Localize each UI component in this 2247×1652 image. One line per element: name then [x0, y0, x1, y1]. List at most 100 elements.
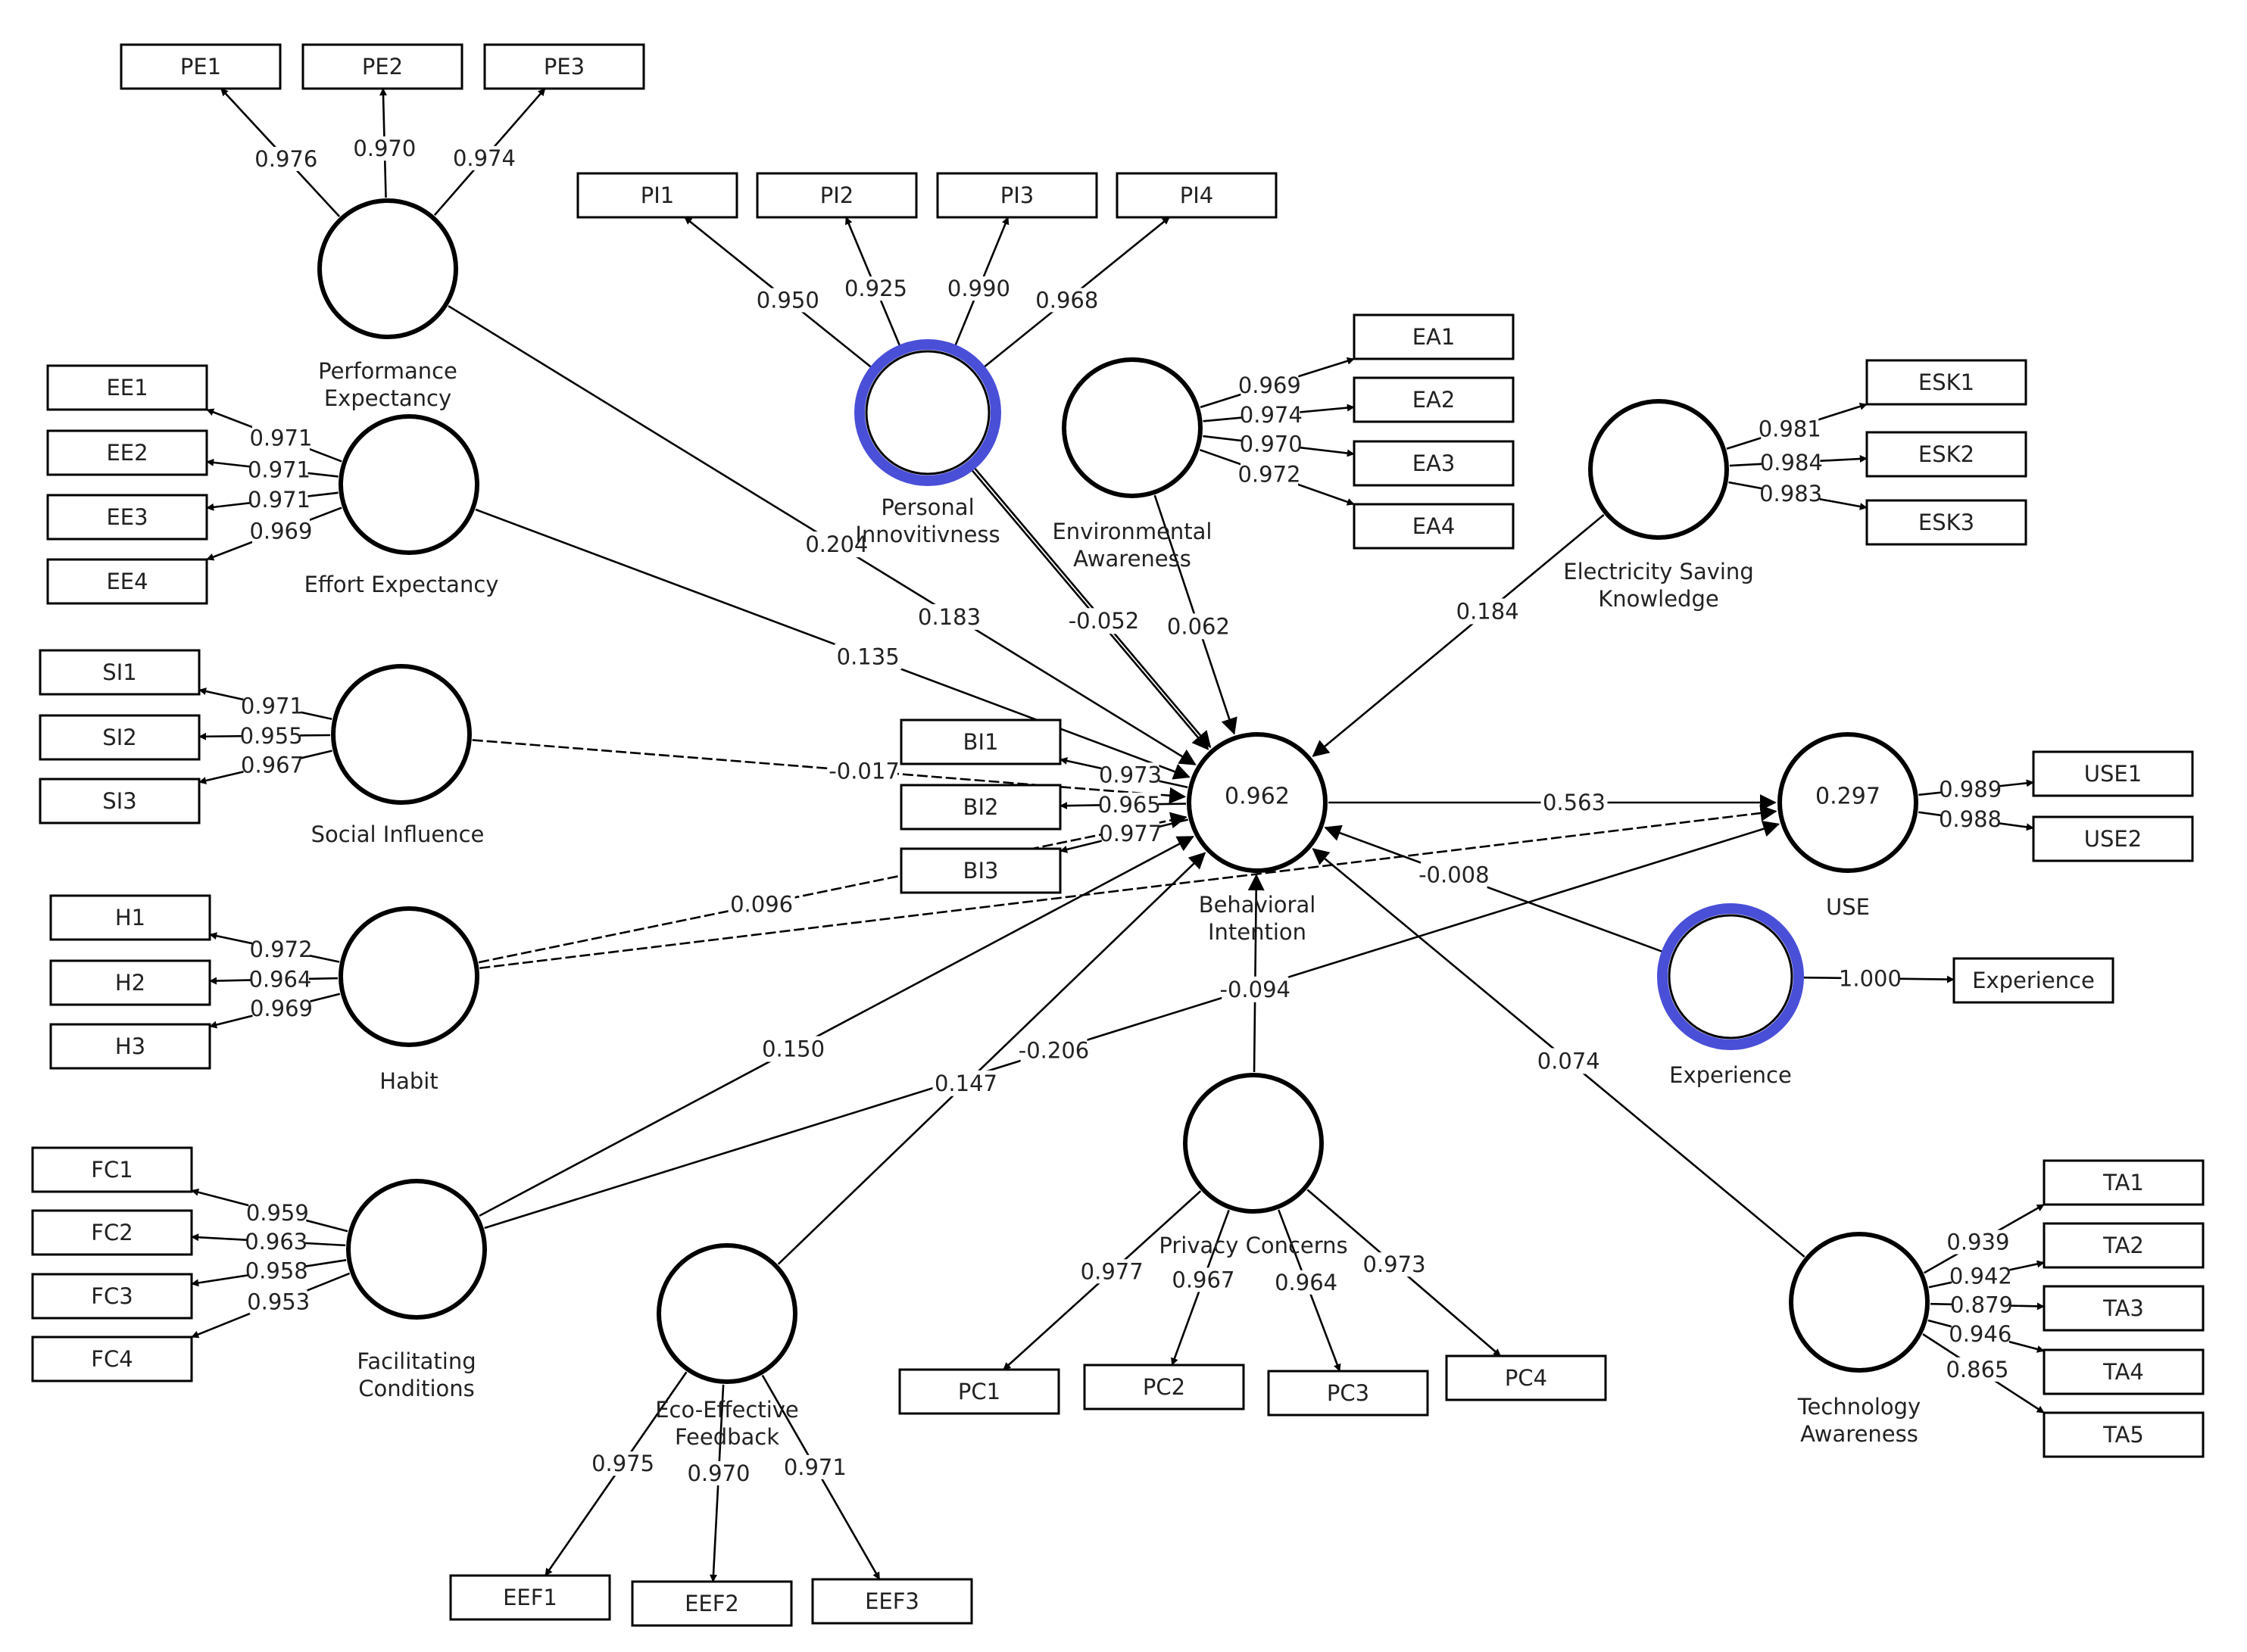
path-coef-pc-to-bi: -0.094 [1220, 977, 1291, 1002]
loading-bg [1951, 1322, 2009, 1347]
path-coef-h-to-bi: 0.096 [730, 891, 793, 917]
indicator-box-ta1[interactable] [2043, 1159, 2205, 1206]
construct-label-si: Social Influence [311, 821, 485, 847]
loading-value-h3: 0.969 [250, 996, 313, 1021]
indicator-box-bi1[interactable] [900, 718, 1062, 765]
loading-bg [1365, 1252, 1424, 1277]
path-coef-bg [728, 891, 795, 918]
path-coef-bg [831, 758, 898, 784]
loading-value-fc4: 0.953 [247, 1289, 310, 1315]
indicator-box-ta4[interactable] [2043, 1348, 2205, 1395]
indicator-box-ea2[interactable] [1353, 376, 1515, 423]
construct-label-ea: Awareness [1073, 546, 1191, 572]
indicator-box-fc4[interactable] [31, 1336, 193, 1382]
indicator-box-fc2[interactable] [31, 1209, 193, 1256]
indicator-box-pe3[interactable] [483, 43, 645, 90]
construct-pi[interactable] [854, 339, 1001, 486]
path-coef-bg [1535, 1048, 1603, 1074]
indicator-box-pe2[interactable] [301, 43, 463, 90]
indicator-box-pi3[interactable] [936, 172, 1098, 219]
indicator-box-pe1[interactable] [120, 43, 282, 90]
indicator-box-ta3[interactable] [2043, 1285, 2205, 1332]
indicator-box-pi2[interactable] [756, 172, 918, 219]
construct-use[interactable] [1777, 732, 1918, 873]
construct-pc[interactable] [1183, 1073, 1324, 1214]
indicator-box-ea4[interactable] [1353, 503, 1515, 550]
loading-bg [242, 723, 301, 748]
path-coef-bg [1454, 598, 1521, 625]
indicator-box-esk3[interactable] [1865, 499, 2027, 546]
indicator-box-pi1[interactable] [576, 172, 738, 219]
path-edge-esk-to-bi [1312, 514, 1605, 757]
indicator-label-ea2: EA2 [1412, 387, 1456, 413]
construct-esk[interactable] [1588, 399, 1729, 540]
indicator-box-ta2[interactable] [2043, 1222, 2205, 1269]
indicator-box-use1[interactable] [2032, 750, 2194, 797]
path-edge-h-to-use [479, 805, 1777, 969]
loading-bg [1174, 1267, 1232, 1292]
indicator-label-esk1: ESK1 [1918, 369, 1974, 395]
loading-bg [243, 753, 301, 778]
indicator-box-experience[interactable] [1952, 957, 2114, 1004]
indicator-box-pc2[interactable] [1083, 1364, 1245, 1410]
indicator-box-h3[interactable] [49, 1023, 211, 1070]
construct-label-pe: Expectancy [324, 385, 451, 411]
construct-bi[interactable] [1187, 732, 1328, 873]
indicator-box-ea1[interactable] [1353, 313, 1515, 360]
indicator-box-eef2[interactable] [631, 1580, 793, 1627]
construct-si[interactable] [331, 664, 472, 805]
construct-fc[interactable] [346, 1179, 487, 1320]
construct-h[interactable] [339, 906, 479, 1047]
path-edge-h-to-bi [478, 812, 1187, 964]
indicator-box-ee2[interactable] [46, 429, 208, 476]
construct-exp[interactable] [1657, 903, 1804, 1050]
indicator-box-bi3[interactable] [900, 847, 1062, 894]
indicator-box-si2[interactable] [39, 714, 201, 761]
indicator-box-si1[interactable] [39, 649, 201, 696]
loading-value-pi1: 0.950 [757, 288, 819, 313]
loading-bg [252, 937, 311, 962]
indicator-box-eef1[interactable] [449, 1574, 611, 1621]
indicator-label-h1: H1 [115, 905, 145, 930]
construct-ta[interactable] [1789, 1232, 1930, 1373]
construct-ee[interactable] [339, 414, 479, 555]
indicator-box-use2[interactable] [2032, 815, 2194, 862]
path-coef-pi-to-bi-b: 0.183 [918, 604, 981, 630]
construct-label-pe: Performance [318, 358, 457, 384]
construct-label-esk: Electricity Saving [1563, 559, 1753, 584]
indicator-box-si3[interactable] [39, 778, 201, 824]
indicator-box-bi2[interactable] [900, 784, 1062, 831]
indicator-box-h1[interactable] [49, 894, 211, 941]
indicator-label-pe2: PE2 [362, 54, 403, 79]
moderator-ring [1668, 914, 1793, 1040]
indicator-box-ta5[interactable] [2043, 1411, 2205, 1458]
indicator-box-eef3[interactable] [811, 1578, 973, 1625]
indicator-box-ea3[interactable] [1353, 440, 1515, 487]
indicator-box-pc1[interactable] [898, 1368, 1060, 1415]
indicator-label-pe3: PE3 [544, 54, 585, 79]
indicator-box-fc3[interactable] [31, 1273, 193, 1320]
construct-ea[interactable] [1062, 357, 1203, 498]
indicator-box-esk2[interactable] [1865, 431, 2027, 478]
indicator-box-ee3[interactable] [46, 494, 208, 541]
loading-bg [455, 145, 513, 170]
indicator-box-h2[interactable] [49, 959, 211, 1006]
construct-pe[interactable] [317, 198, 458, 339]
loading-value-ee1: 0.971 [249, 425, 312, 451]
loading-value-esk3: 0.983 [1759, 481, 1822, 507]
construct-eef[interactable] [657, 1243, 797, 1384]
indicator-box-pi4[interactable] [1116, 172, 1278, 219]
construct-label-pi: Personal [881, 494, 974, 520]
indicator-box-ee4[interactable] [46, 558, 208, 605]
loading-value-ta5: 0.865 [1946, 1357, 2008, 1382]
indicator-label-pi4: PI4 [1180, 182, 1214, 208]
indicator-box-fc1[interactable] [31, 1146, 193, 1193]
path-edge-ee-to-bi [475, 508, 1191, 780]
indicator-box-ee1[interactable] [46, 364, 208, 411]
indicator-box-esk1[interactable] [1865, 359, 2027, 406]
loading-value-pi2: 0.925 [844, 276, 907, 301]
indicator-box-pc3[interactable] [1267, 1370, 1429, 1417]
indicator-box-pc4[interactable] [1445, 1354, 1607, 1401]
loading-bg [1038, 288, 1096, 313]
loading-bg [1101, 821, 1159, 846]
